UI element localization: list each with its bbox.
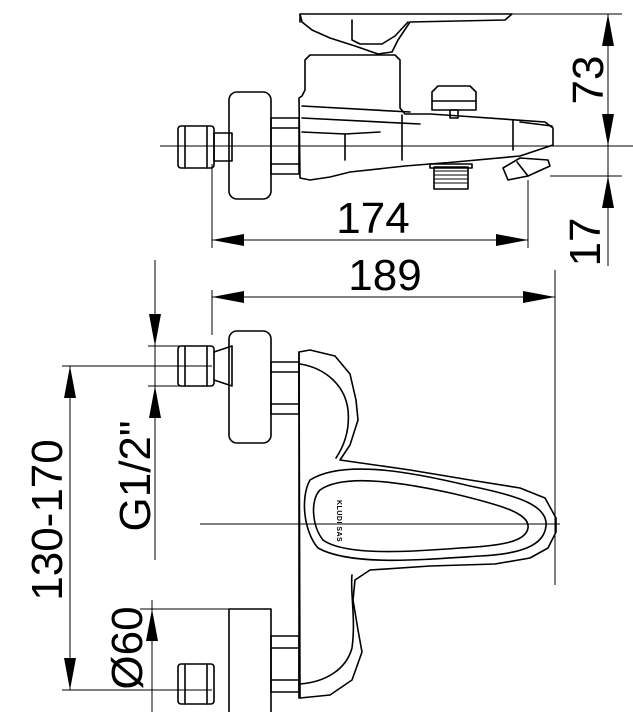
brand-logo: KLUDI SAS	[335, 500, 342, 542]
dim-thread-label: G1/2"	[111, 420, 160, 531]
dimension-center-distance: 130-170	[23, 366, 76, 690]
side-diverter-knob	[431, 85, 477, 119]
dim-189-label: 189	[348, 251, 421, 300]
top-mixer-body	[298, 349, 557, 699]
side-mixer-body	[298, 54, 554, 181]
dim-17-label: 17	[561, 218, 610, 267]
top-upper-inlet	[177, 330, 300, 444]
dimension-189: 189	[211, 251, 556, 585]
dim-rosette-label: Ø60	[103, 606, 152, 689]
side-thread-connection	[429, 163, 473, 190]
side-view: 73 17 174 189	[160, 13, 633, 585]
side-aerator	[502, 157, 551, 181]
dim-73-label: 73	[564, 56, 613, 105]
top-view: KLUDI SAS G1/2" 130-170 Ø60	[23, 260, 560, 712]
dimension-17: 17	[550, 146, 622, 266]
side-lever-handle	[299, 13, 513, 55]
side-inlet-connector	[177, 125, 233, 169]
dimension-174: 174	[211, 164, 529, 248]
dimension-thread: G1/2"	[111, 260, 212, 560]
dimension-73: 73	[512, 13, 622, 147]
top-lower-inlet	[177, 608, 300, 712]
dim-center-distance-label: 130-170	[23, 439, 72, 600]
dim-174-label: 174	[336, 194, 409, 243]
dimension-rosette: Ø60	[103, 600, 229, 712]
